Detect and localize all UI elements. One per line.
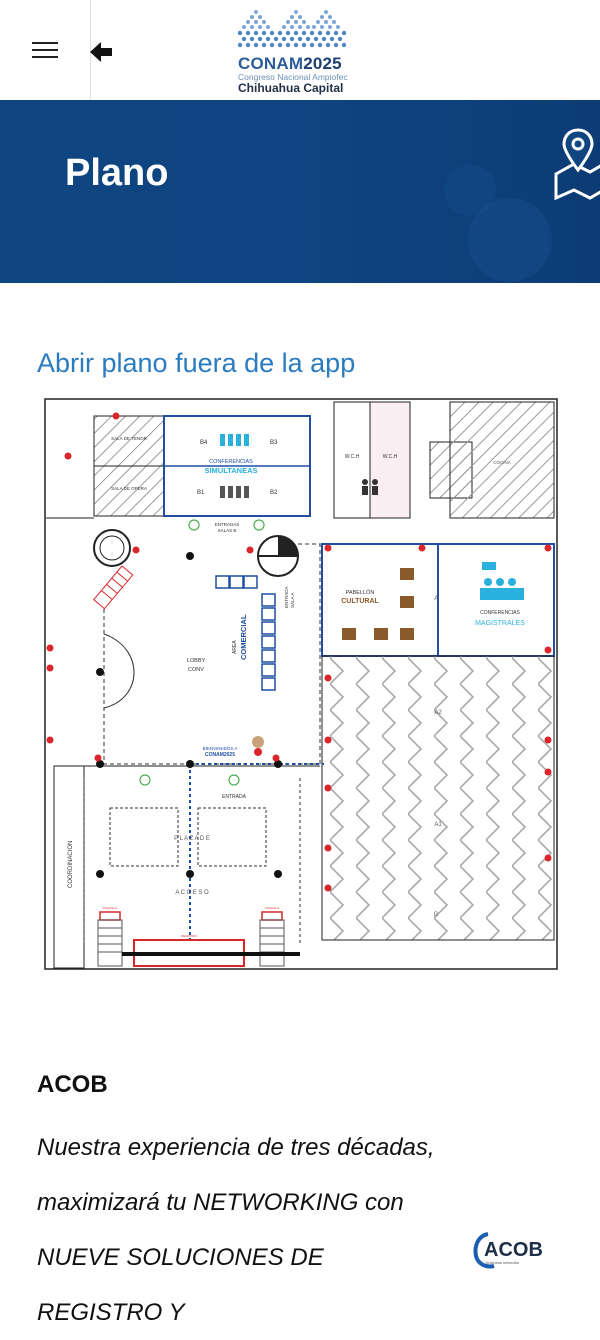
audience-icon (480, 562, 524, 600)
menu-button[interactable] (22, 30, 66, 70)
page-title: Plano (65, 152, 169, 194)
room-b3-label: B3 (270, 440, 278, 446)
lobby-label-1: LOBBY (187, 658, 206, 664)
back-button[interactable] (80, 32, 120, 70)
wch-1-label: W.C.H (345, 454, 360, 460)
people-icon-bottom (220, 486, 249, 498)
sponsor-title: ACOB (37, 1071, 108, 1098)
open-plan-external-link[interactable]: Abrir plano fuera de la app (37, 348, 356, 378)
columns (96, 552, 282, 878)
logo-mountains-icon (237, 10, 347, 48)
people-icon-top (220, 434, 249, 446)
map-pin-icon (554, 128, 600, 201)
coordinacion-label: COORDINACION (68, 841, 74, 888)
acob-logo-sub: business networks (486, 1260, 519, 1265)
commercial-stands (215, 575, 276, 691)
simultaneas-label: SIMULTANEAS (204, 466, 257, 475)
room-b4-label: B4 (200, 440, 208, 446)
conferencias-magistrales-label-1: CONFERENCIAS (480, 610, 520, 616)
registro-label: REGISTRO (181, 934, 197, 938)
entradas-b-label-2: SALAS B (218, 528, 237, 533)
restroom-icon (362, 479, 378, 495)
conferencias-label: CONFERENCIAS (209, 459, 253, 465)
conferencias-magistrales-label-2: MAGISTRALES (475, 620, 525, 627)
floor-plan[interactable]: SALA DE TENOR SALA DE OPERA B4 B3 B1 B2 … (44, 398, 558, 974)
taquilla-right-label: TAQUILLA (265, 906, 279, 910)
logo-brand: CONAM2025 (238, 54, 342, 73)
pavilion-stands (342, 568, 414, 640)
sponsor-description: Nuestra experiencia de tres décadas, max… (37, 1134, 435, 1326)
fire-extinguisher-icons (46, 412, 552, 892)
a2-label: A2 (434, 710, 442, 716)
mascot-icon (252, 736, 264, 756)
room-b2-label: B2 (270, 490, 278, 496)
a1-label: A1 (434, 822, 442, 828)
cocina-label: COCINA (493, 460, 511, 465)
lobby-label-2: CONV (188, 667, 204, 673)
taquilla-left-label: TAQUILLA (103, 906, 117, 910)
logo-subtitle: Congreso Nacional Ampiofec (238, 72, 348, 82)
page-banner: Plano (0, 100, 600, 283)
hamburger-icon (32, 42, 58, 44)
stairs (97, 919, 285, 967)
conam-sign-label: CONAM2025 (205, 752, 235, 758)
acob-logo: ACOB business networks (472, 1230, 556, 1275)
bienvenidos-label: BIENVENIDOS A (203, 746, 238, 751)
sala-tenor-label: SALA DE TENOR (111, 436, 147, 441)
back-arrow-icon (90, 42, 112, 62)
conam-logo: CONAM2025 Congreso Nacional Ampiofec Chi… (226, 8, 366, 95)
entrance-arrows (139, 774, 240, 786)
exit-arrows-b (188, 519, 265, 531)
sala-opera-label: SALA DE OPERA (111, 486, 147, 491)
pabellon-label: PABELLÓN (346, 589, 375, 596)
escalator (93, 565, 134, 610)
area-label: AREA (232, 640, 238, 654)
entradas-b-label-1: ENTRADAS (215, 522, 240, 527)
entrada-sala-a-label-1: ENTRADA (284, 586, 289, 608)
logo-city: Chihuahua Capital (238, 81, 344, 95)
top-bar: CONAM2025 Congreso Nacional Ampiofec Chi… (0, 0, 600, 101)
entrada-label: ENTRADA (222, 794, 247, 800)
room-b1-label: B1 (197, 490, 205, 496)
g-label: G (434, 912, 439, 918)
banner-background (444, 164, 552, 282)
divider (90, 0, 91, 100)
wch-2-label: W.C.H (383, 454, 398, 460)
acob-logo-text: ACOB (484, 1239, 543, 1261)
plaza-label: P L A Z A D E (174, 836, 210, 842)
entrada-sala-a-label-2: SALA A (290, 593, 295, 608)
comercial-label: COMERCIAL (239, 614, 248, 660)
cultural-label: CULTURAL (341, 598, 379, 605)
acceso-label: A C C E S O (175, 890, 209, 896)
